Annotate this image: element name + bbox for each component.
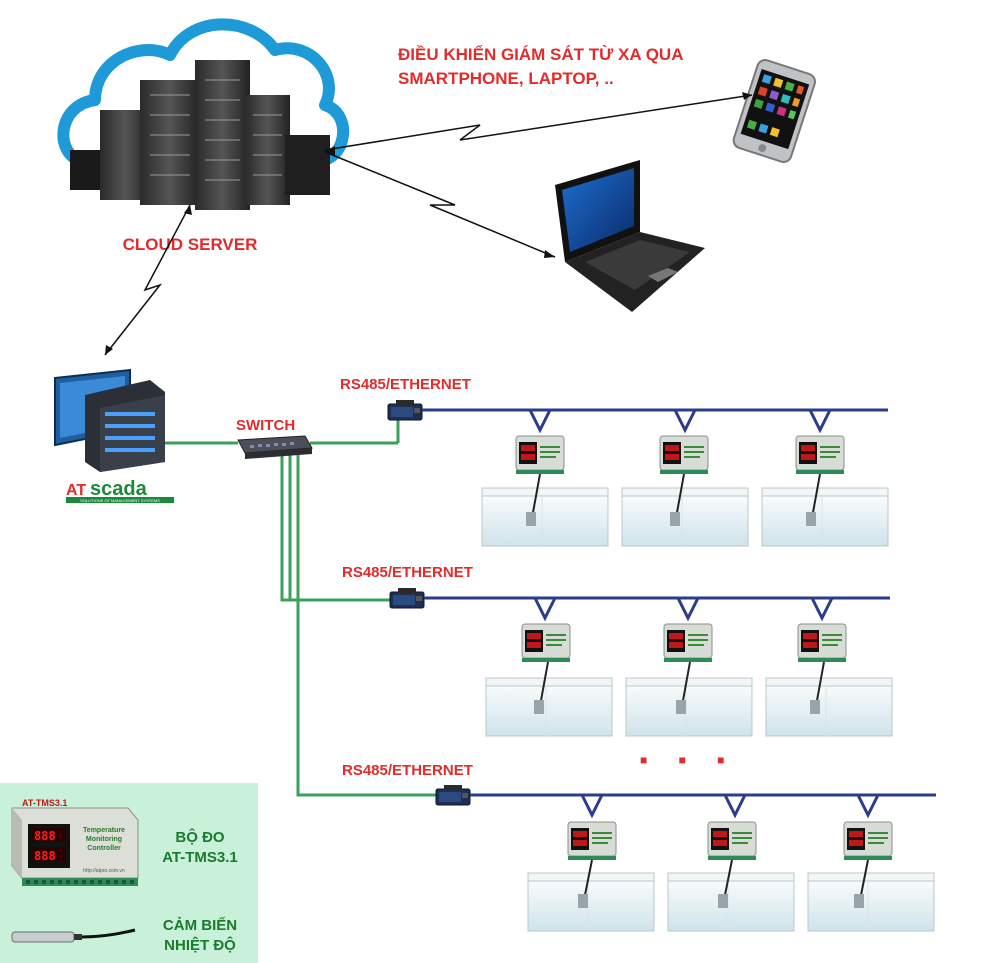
freezer-icon [527, 872, 655, 932]
title-line-1: ĐIỀU KHIỂN GIÁM SÁT TỪ XA QUA [398, 45, 683, 64]
switch-icon [237, 435, 313, 459]
freezer-icon [765, 677, 893, 737]
wireless-links [104, 94, 753, 356]
title-line-2: SMARTPHONE, LAPTOP, .. [398, 69, 614, 88]
freezer-icon [481, 487, 609, 547]
svg-text:888: 888 [34, 849, 56, 863]
device-panel-text-2: Monitoring [86, 836, 122, 843]
branch-2: RS485/ETHERNET [342, 564, 893, 737]
controller-device-icon: AT-TMS3.1 888 888 Temperature Monitoring… [11, 798, 139, 886]
device-panel-text-3: Controller [87, 845, 121, 852]
freezer-icon [807, 872, 935, 932]
more-branches-ellipsis: ■ ■ ■ [640, 753, 738, 767]
branch-label: RS485/ETHERNET [342, 564, 473, 581]
controller-icon [521, 623, 571, 663]
legend-device-label-1: BỘ ĐO [175, 828, 225, 846]
branch-label: RS485/ETHERNET [342, 762, 473, 779]
scada-computer-icon [54, 368, 165, 472]
freezer-icon [625, 677, 753, 737]
legend-sensor-label-2: NHIỆT ĐỘ [164, 936, 236, 954]
legend-box: AT-TMS3.1 888 888 Temperature Monitoring… [0, 783, 258, 963]
controller-icon [795, 435, 845, 475]
atscada-logo-tagline: SOLUTIONS OF MANAGEMENT SYSTEMS [80, 498, 160, 503]
smartphone-icon [732, 59, 816, 163]
legend-device-label-2: AT-TMS3.1 [162, 849, 238, 866]
controller-icon [797, 623, 847, 663]
freezer-icon [761, 487, 889, 547]
freezer-icon [621, 487, 749, 547]
atscada-logo-at: AT [66, 482, 86, 499]
switch-label: SWITCH [236, 417, 295, 434]
freezer-icon [667, 872, 795, 932]
controller-icon [843, 821, 893, 861]
cloud-server-icon [70, 60, 330, 210]
controller-icon [707, 821, 757, 861]
laptop-icon [555, 160, 705, 312]
branch-1: RS485/ETHERNET [340, 376, 889, 547]
device-url-text: http://atpro.com.vn [83, 868, 125, 874]
atscada-logo-scada: scada [90, 478, 148, 500]
controller-icon [567, 821, 617, 861]
device-panel-text-1: Temperature [83, 827, 125, 834]
svg-text:888: 888 [34, 829, 56, 843]
controller-icon [659, 435, 709, 475]
controller-icon [515, 435, 565, 475]
atscada-logo: AT scada SOLUTIONS OF MANAGEMENT SYSTEMS [66, 478, 174, 503]
ethernet-lines [165, 418, 438, 797]
arrow-heads [105, 92, 752, 355]
temperature-sensor-icon [11, 928, 136, 943]
legend-sensor-label-1: CẢM BIẾN [163, 917, 237, 934]
device-model-text: AT-TMS3.1 [22, 798, 67, 808]
branch-label: RS485/ETHERNET [340, 376, 471, 393]
freezer-icon [485, 677, 613, 737]
cloud-server-label: CLOUD SERVER [123, 235, 258, 254]
branch-3: RS485/ETHERNET [342, 762, 936, 932]
controller-icon [663, 623, 713, 663]
